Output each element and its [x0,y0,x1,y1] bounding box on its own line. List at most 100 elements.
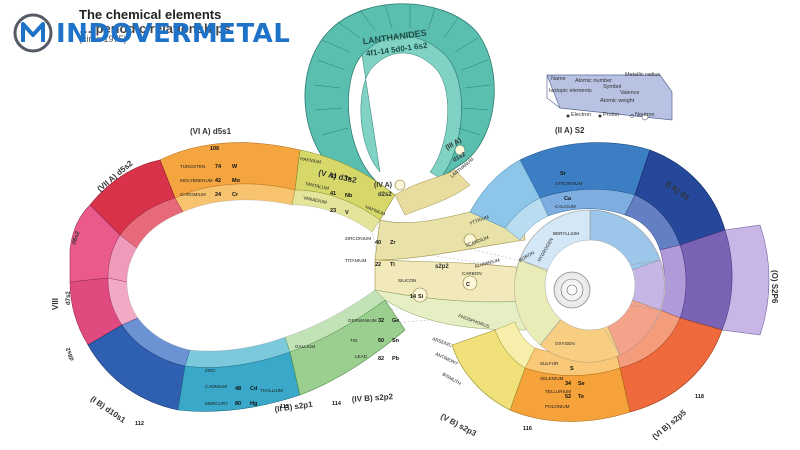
sym-c: C [466,282,470,288]
num-ta: 73 [330,174,336,180]
sym-si: Si [418,294,424,300]
num-w: 74 [215,164,222,170]
label-d7s2: d7s2 [66,291,72,305]
element-silicon: SILICON [398,278,416,283]
legend-name: Name [551,76,566,82]
num-114: 114 [332,401,342,407]
num-si: 14 [410,294,417,300]
num-cr: 24 [215,192,222,198]
element-polonium: POLONIUM [545,404,570,409]
sym-w: W [232,164,238,170]
element-tin: TIN [350,338,357,343]
label-ib: (I B) d10s1 [89,394,128,425]
label-d6s2: d6s2 [71,230,82,246]
num-106: 106 [210,146,219,152]
element-carbon: CARBON [462,271,482,276]
legend-symbol: Symbol [603,84,622,90]
element-sulfur: SULFUR [540,361,559,366]
left-loop [69,142,406,412]
num-cd: 48 [235,386,241,392]
sym-ti: Ti [390,262,395,268]
element-arsenic: ARSENIC [432,336,454,348]
num-113: 113 [280,404,289,410]
label-d8s2: d8s2 [65,346,76,362]
label-iva: (IV A) [374,182,392,189]
watermark-logo: INDOVERMETAL [12,12,290,54]
sym-mo: Mo [232,178,241,184]
num-nb: 41 [330,191,336,197]
sym-s: S [570,366,574,372]
element-tellurium: TELLURIUM [545,389,571,394]
right-wheel [451,142,770,422]
element-strontium: STRONTIUM [555,181,582,186]
element-molybdenum: MOLYBDENUM [180,178,213,183]
element-zirconium: ZIRCONIUM [345,236,371,241]
sym-cd: Cd [250,386,257,392]
title-line-3: (circa 1975) [79,34,127,45]
legend-atomic-weight: Atomic weight [600,98,635,104]
legend-atomic-number: Atomic number [575,78,612,84]
num-v: 23 [330,208,336,214]
label-silicon-config: s2p2 [435,264,449,270]
legend-metallic-radius: Metallic radius [625,72,661,78]
watermark-text: INDOVERMETAL [56,19,291,49]
element-calcium: CALCIUM [555,204,576,209]
element-germanium: GERMANIUM [348,318,377,323]
element-tungsten: TUNGSTEN [180,164,205,169]
legend: Name Atomic number Symbol Metallic radiu… [545,72,673,132]
element-vanadium: VANADIUM [303,195,328,205]
sym-zr: Zr [390,240,396,246]
legend-electron: Electron [571,112,592,118]
legend-proton: Proton [603,112,620,118]
sym-nb: Nb [345,193,353,199]
sym-ge: Ge [392,318,399,324]
sym-te: Te [578,394,584,400]
legend-valence: Valence [620,90,640,96]
sym-sr: Sr [560,171,567,177]
element-oxygen: OXYGEN [555,341,575,346]
num-ge: 32 [378,318,384,324]
element-chromium: CHROMIUM [180,192,206,197]
legend-isotopic: Isotopic elements [549,88,592,94]
element-tantalum: TANTALUM [305,181,330,191]
m-logo-icon [13,13,53,53]
label-vb: (V B) s2p3 [439,412,478,439]
label-vib: (VI B) s2p5 [651,408,689,442]
element-zinc: ZINC [205,368,216,373]
label-o: (O) S2P6 [770,270,779,304]
element-cadmium: CADMIUM [205,384,227,389]
title-line-1: The chemical elements [79,7,222,22]
element-titanium: TITANIUM [345,258,367,263]
num-116: 116 [523,426,532,432]
element-gallium: GALLIUM [295,344,315,349]
label-viii: VIII [51,298,60,310]
sym-hg: Hg [250,401,257,407]
num-se: 34 [565,381,572,387]
sym-ta: Ta [345,176,352,182]
num-112: 112 [135,421,144,427]
element-selenium: SELENIUM [540,376,564,381]
title-line-2: … periodic relationships [79,20,231,36]
element-thallium: THALLIUM [260,388,283,393]
sym-cr: Cr [232,192,239,198]
element-hafnium: HAFNIUM [300,156,322,165]
num-hg: 80 [235,401,241,407]
element-mercury: MERCURY [205,401,228,406]
sym-se: Se [578,381,585,387]
label-iva-config: d2s2 [378,192,392,198]
num-ti: 22 [375,262,381,268]
label-iia: (II A) S2 [555,126,585,135]
lanthanide-loop: LANTHANIDES 4f1-14 5d0-1 6s2 [304,3,495,181]
sym-v: V [345,210,349,216]
label-via: (VI A) d5s1 [190,127,232,136]
label-ivb: (IV B) s2p2 [352,392,394,404]
element-lead: LEAD [355,354,368,359]
num-zr: 40 [375,240,381,246]
num-te: 52 [565,394,571,400]
legend-neutron: Neutron [635,112,655,118]
element-bismuth: BISMUTH [442,372,462,387]
element-aluminium: ALUMINIUM [474,257,500,269]
element-yttrium: YTTRIUM [469,214,490,226]
element-beryllium: BERYLLIUM [553,231,579,236]
